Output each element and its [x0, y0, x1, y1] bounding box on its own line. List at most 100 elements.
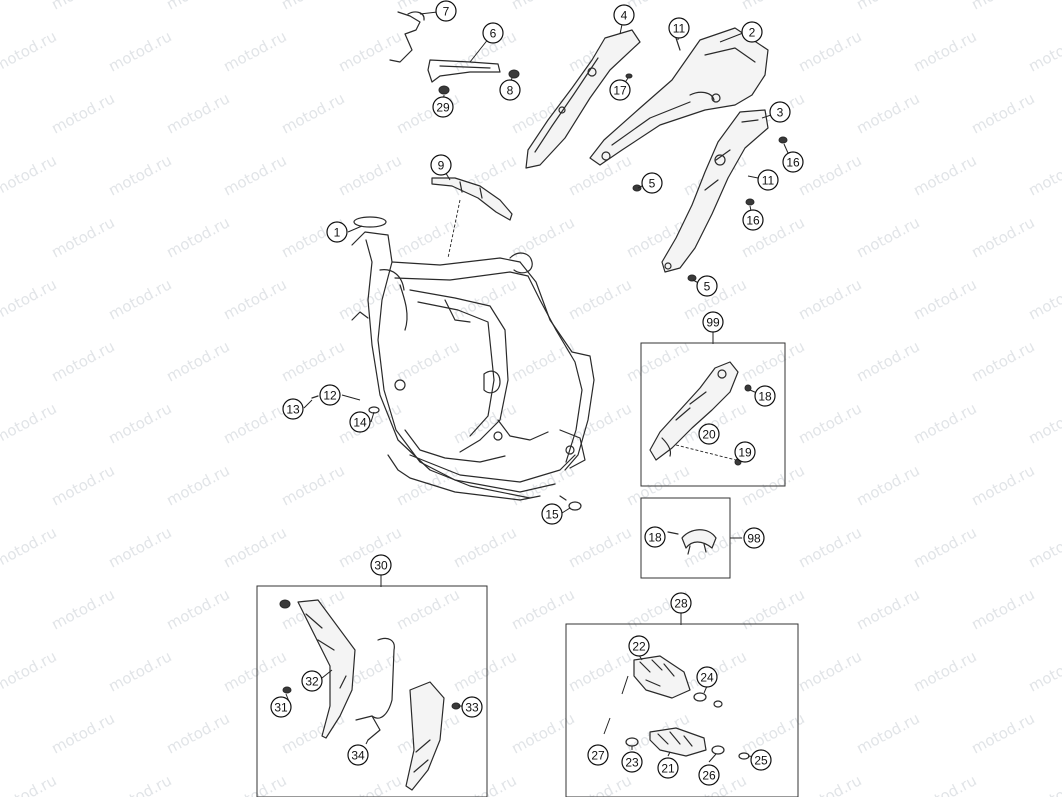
watermark-text: motod.ru — [278, 337, 347, 385]
subframe-left — [525, 29, 641, 169]
callout-c5a: 5 — [641, 172, 663, 194]
chain-guard-plate — [431, 177, 513, 221]
watermark-text: motod.ru — [508, 0, 577, 14]
callout-label: 18 — [648, 531, 662, 545]
callout-c16b: 16 — [742, 209, 764, 231]
watermark-text: motod.ru — [220, 523, 289, 571]
callout-circle — [499, 79, 521, 101]
callout-c9: 9 — [430, 154, 452, 176]
watermark-text: motod.ru — [853, 461, 922, 509]
upper-brackets — [389, 11, 520, 95]
watermark-text: motod.ru — [48, 709, 117, 757]
watermark-text: motod.ru — [105, 399, 174, 447]
box-30 — [256, 575, 488, 797]
callout-c26: 26 — [698, 764, 720, 786]
watermark-text: motod.ru — [853, 585, 922, 633]
box-98 — [640, 497, 742, 579]
watermark-text: motod.ru — [450, 399, 519, 447]
watermark-text: motod.ru — [105, 647, 174, 695]
callout-circle — [628, 635, 650, 657]
watermark-text: motod.ru — [393, 89, 462, 137]
callout-label: 4 — [621, 9, 628, 23]
watermark-text: motod.ru — [278, 461, 347, 509]
callout-label: 27 — [591, 749, 605, 763]
callout-circle — [754, 385, 776, 407]
watermark-text: motod.ru — [0, 399, 60, 447]
callout-label: 16 — [746, 214, 760, 228]
callout-circle — [621, 751, 643, 773]
callout-c4: 4 — [613, 4, 635, 26]
watermark-text: motod.ru — [0, 461, 3, 509]
callout-c18a: 18 — [754, 385, 776, 407]
watermark-text: motod.ru — [278, 0, 347, 14]
callout-label: 11 — [673, 22, 686, 36]
watermark-text: motod.ru — [105, 523, 174, 571]
callout-c98: 98 — [743, 527, 765, 549]
callout-circle — [769, 101, 791, 123]
watermark-text: motod.ru — [0, 771, 60, 797]
callout-label: 19 — [738, 446, 752, 460]
watermark-text: motod.ru — [968, 337, 1037, 385]
watermark-text: motod.ru — [105, 151, 174, 199]
callout-circle — [698, 764, 720, 786]
watermark-text: motod.ru — [910, 771, 979, 797]
callout-c24: 24 — [696, 666, 718, 688]
watermark-text: motod.ru — [48, 0, 117, 14]
callout-c8: 8 — [499, 79, 521, 101]
watermark-text: motod.ru — [220, 771, 289, 797]
callout-circle — [743, 527, 765, 549]
watermark-text: motod.ru — [48, 585, 117, 633]
watermark-text: motod.ru — [105, 275, 174, 323]
callout-c16a: 16 — [782, 151, 804, 173]
callout-c34: 34 — [347, 744, 369, 766]
watermark-text: motod.ru — [738, 337, 807, 385]
watermark-text: motod.ru — [853, 709, 922, 757]
fasteners — [311, 37, 788, 511]
watermark-text: motod.ru — [565, 771, 634, 797]
callout-circle — [742, 209, 764, 231]
callout-label: 14 — [353, 416, 367, 430]
watermark-text: motod.ru — [910, 275, 979, 323]
watermark-text: motod.ru — [565, 399, 634, 447]
watermark-text: motod.ru — [968, 213, 1037, 261]
watermark-text: motod.ru — [163, 585, 232, 633]
callout-c1: 1 — [326, 221, 348, 243]
callout-c2: 2 — [741, 21, 763, 43]
callout-circle — [609, 79, 631, 101]
watermark-text: motod.ru — [623, 461, 692, 509]
callout-label: 1 — [334, 226, 341, 240]
callout-layer: 1234556789111112131415161617181819202122… — [270, 0, 804, 786]
callout-circle — [270, 696, 292, 718]
watermark-text: motod.ru — [565, 275, 634, 323]
callout-c20: 20 — [698, 423, 720, 445]
watermark-text: motod.ru — [910, 151, 979, 199]
watermark-text: motod.ru — [450, 647, 519, 695]
callout-c3: 3 — [769, 101, 791, 123]
callout-circle — [696, 275, 718, 297]
callout-label: 20 — [702, 428, 716, 442]
watermark-text: motod.ru — [910, 27, 979, 75]
watermark-text: motod.ru — [795, 151, 864, 199]
watermark-text: motod.ru — [508, 213, 577, 261]
callout-circle — [430, 154, 452, 176]
callout-circle — [482, 22, 504, 44]
callout-circle — [541, 503, 563, 525]
callout-label: 99 — [706, 316, 720, 330]
callout-c99: 99 — [702, 311, 724, 333]
watermark-text: motod.ru — [853, 0, 922, 14]
watermark-text: motod.ru — [795, 523, 864, 571]
callout-label: 2 — [749, 26, 756, 40]
watermark-text: motod.ru — [795, 647, 864, 695]
callout-circle — [698, 423, 720, 445]
callout-label: 33 — [465, 701, 479, 715]
callout-label: 23 — [625, 756, 639, 770]
watermark-text: motod.ru — [738, 585, 807, 633]
rear-strut — [661, 109, 769, 273]
watermark-text: motod.ru — [968, 89, 1037, 137]
watermark-text: motod.ru — [1025, 647, 1062, 695]
watermark-text: motod.ru — [1025, 151, 1062, 199]
watermark-text: motod.ru — [0, 647, 60, 695]
callout-c12: 12 — [319, 384, 341, 406]
